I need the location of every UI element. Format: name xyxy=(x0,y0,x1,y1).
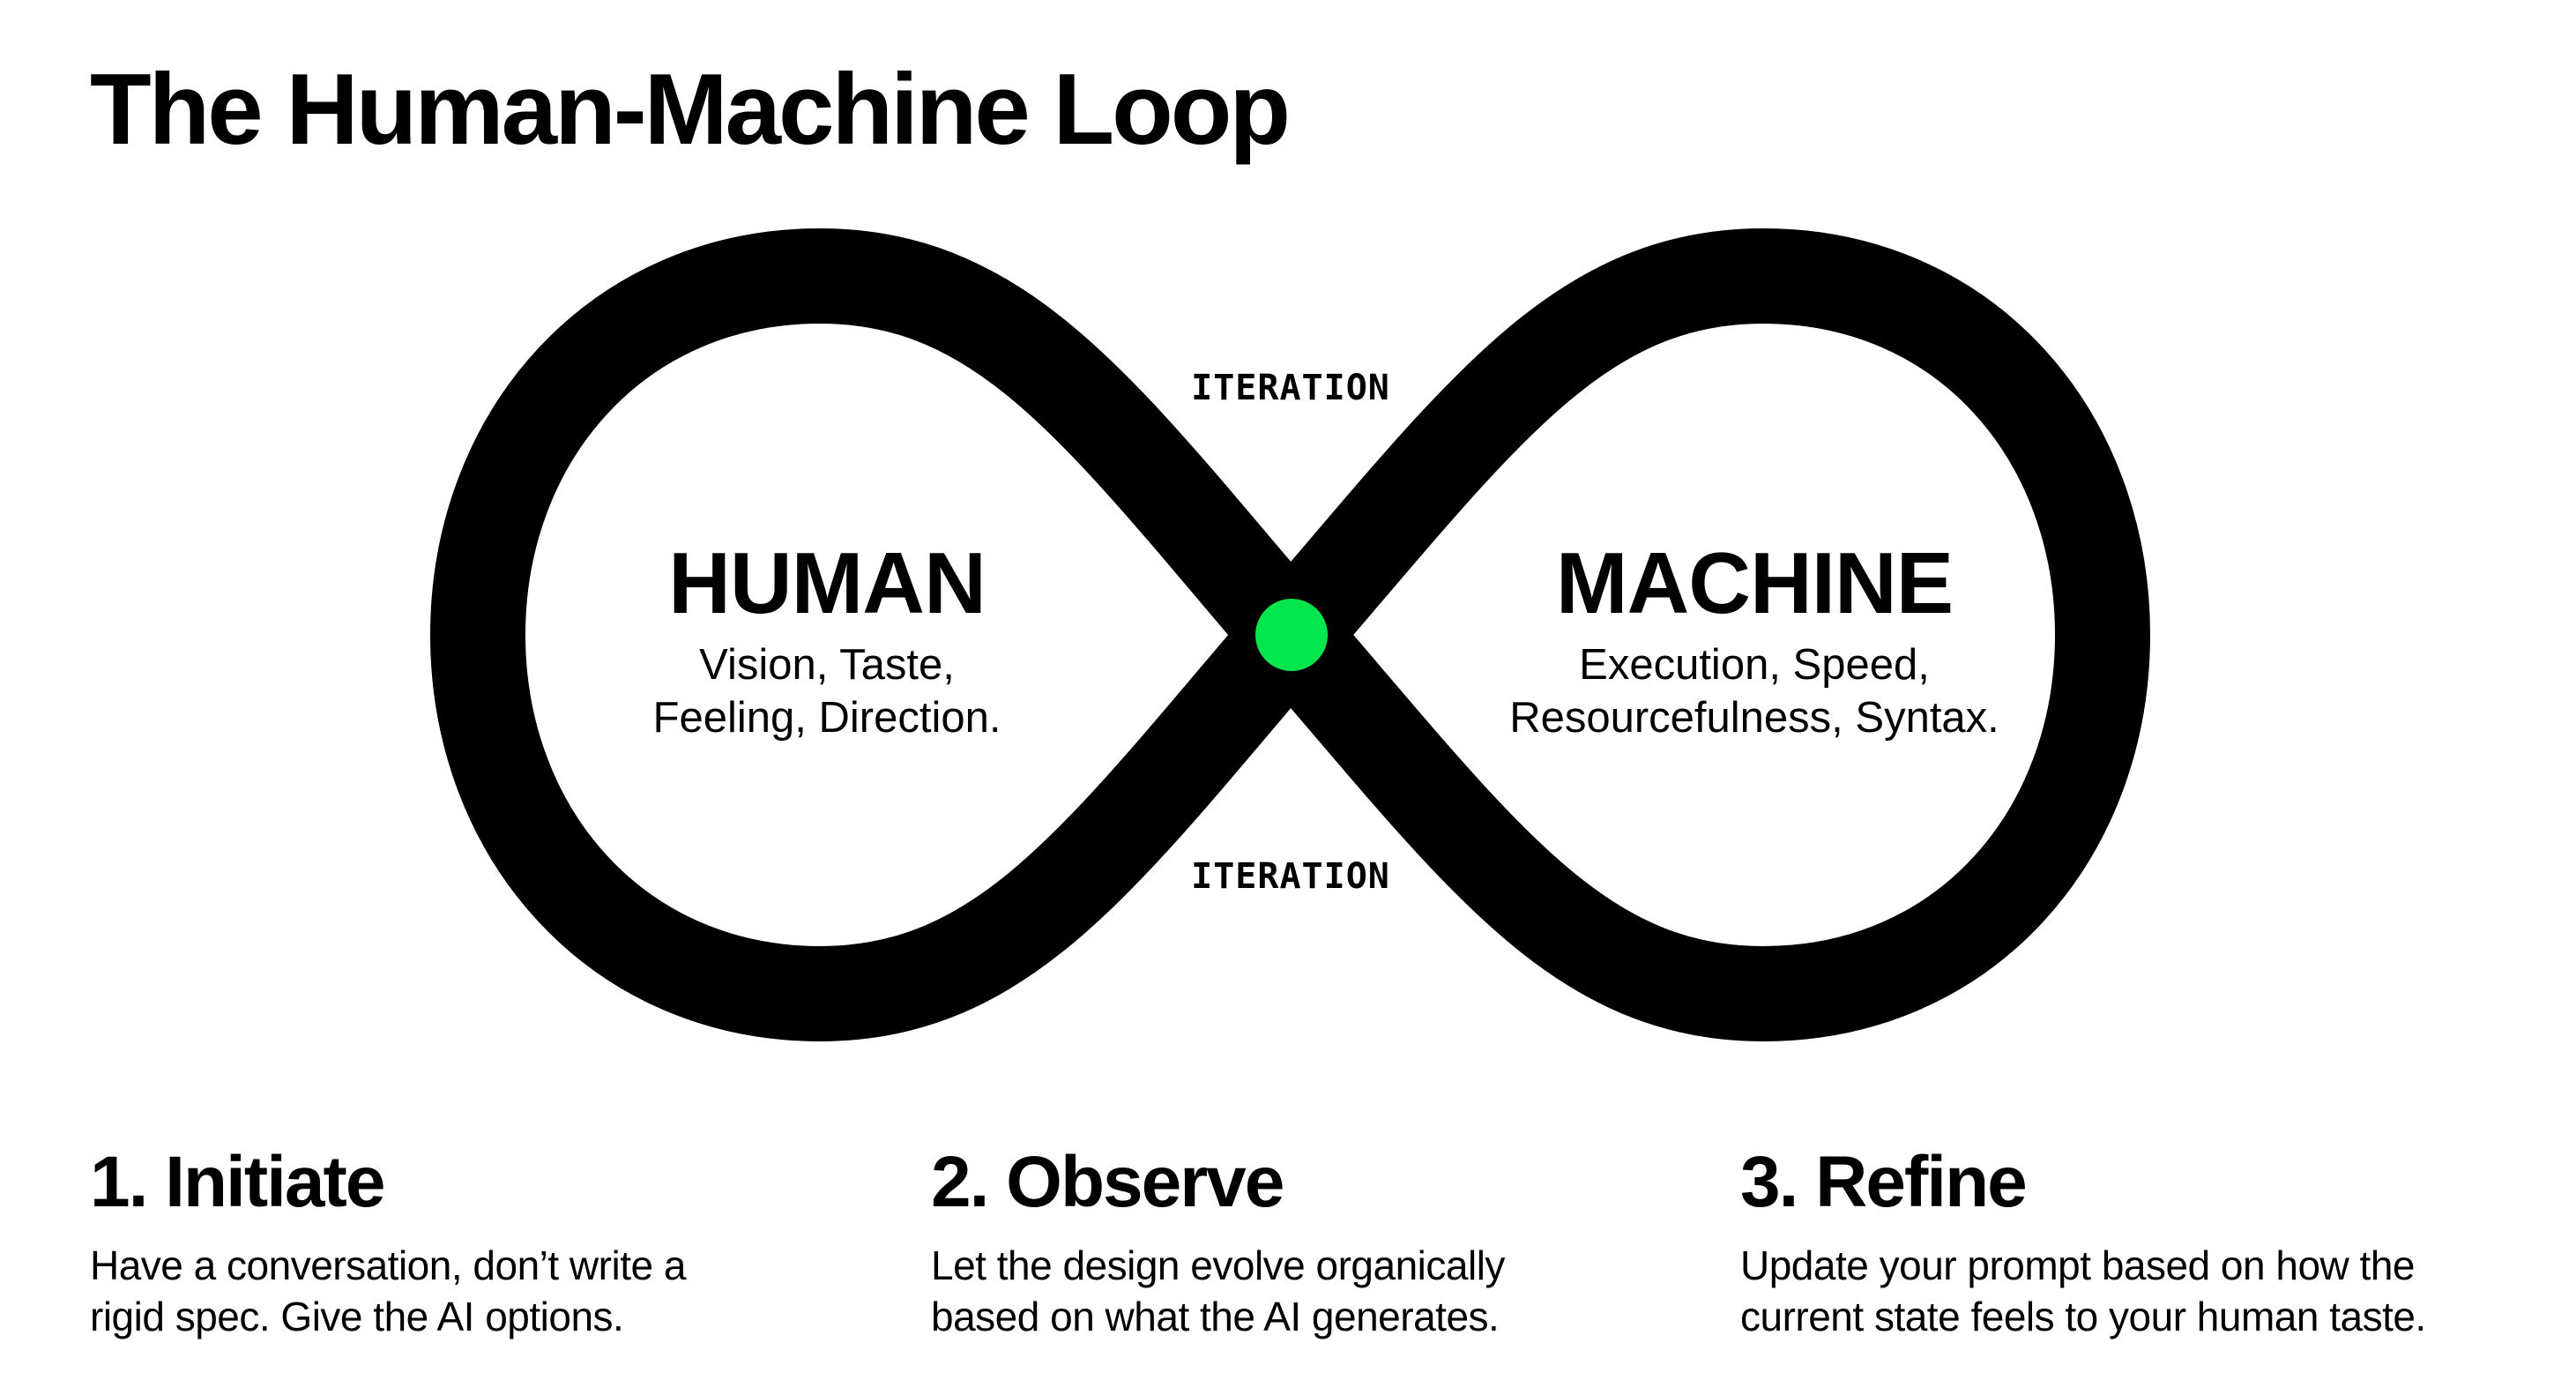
machine-node: MACHINE Execution, Speed, Resourcefulnes… xyxy=(1509,540,1999,744)
step-title: 2. Observe xyxy=(931,1142,1284,1222)
step-initiate: 1. Initiate Have a conversation, don’t w… xyxy=(90,1142,686,1342)
step-body-line: Have a conversation, don’t write a xyxy=(90,1242,686,1289)
step-body: Have a conversation, don’t write a rigid… xyxy=(90,1240,686,1342)
machine-description-line: Execution, Speed, xyxy=(1579,641,1930,689)
step-body-line: rigid spec. Give the AI options. xyxy=(90,1294,624,1340)
center-dot-icon xyxy=(1255,599,1328,671)
step-body: Let the design evolve organically based … xyxy=(931,1240,1505,1342)
iteration-label-top: ITERATION xyxy=(1191,368,1390,408)
step-body-line: Update your prompt based on how the xyxy=(1740,1242,2415,1289)
machine-title: MACHINE xyxy=(1555,534,1954,631)
human-description-line: Feeling, Direction. xyxy=(652,694,1001,742)
step-body: Update your prompt based on how the curr… xyxy=(1740,1240,2426,1342)
iteration-label-bottom: ITERATION xyxy=(1191,856,1390,897)
human-title: HUMAN xyxy=(668,534,986,631)
human-node: HUMAN Vision, Taste, Feeling, Direction. xyxy=(653,540,1001,744)
machine-description-line: Resourcefulness, Syntax. xyxy=(1509,694,1999,742)
step-body-line: Let the design evolve organically xyxy=(931,1242,1505,1289)
page-title: The Human-Machine Loop xyxy=(90,54,1291,166)
step-title: 1. Initiate xyxy=(90,1142,385,1222)
step-body-line: current state feels to your human taste. xyxy=(1740,1294,2426,1340)
step-title: 3. Refine xyxy=(1740,1142,2028,1222)
human-description-line: Vision, Taste, xyxy=(699,641,955,689)
step-observe: 2. Observe Let the design evolve organic… xyxy=(931,1142,1505,1342)
step-refine: 3. Refine Update your prompt based on ho… xyxy=(1740,1142,2426,1342)
step-body-line: based on what the AI generates. xyxy=(931,1294,1500,1340)
